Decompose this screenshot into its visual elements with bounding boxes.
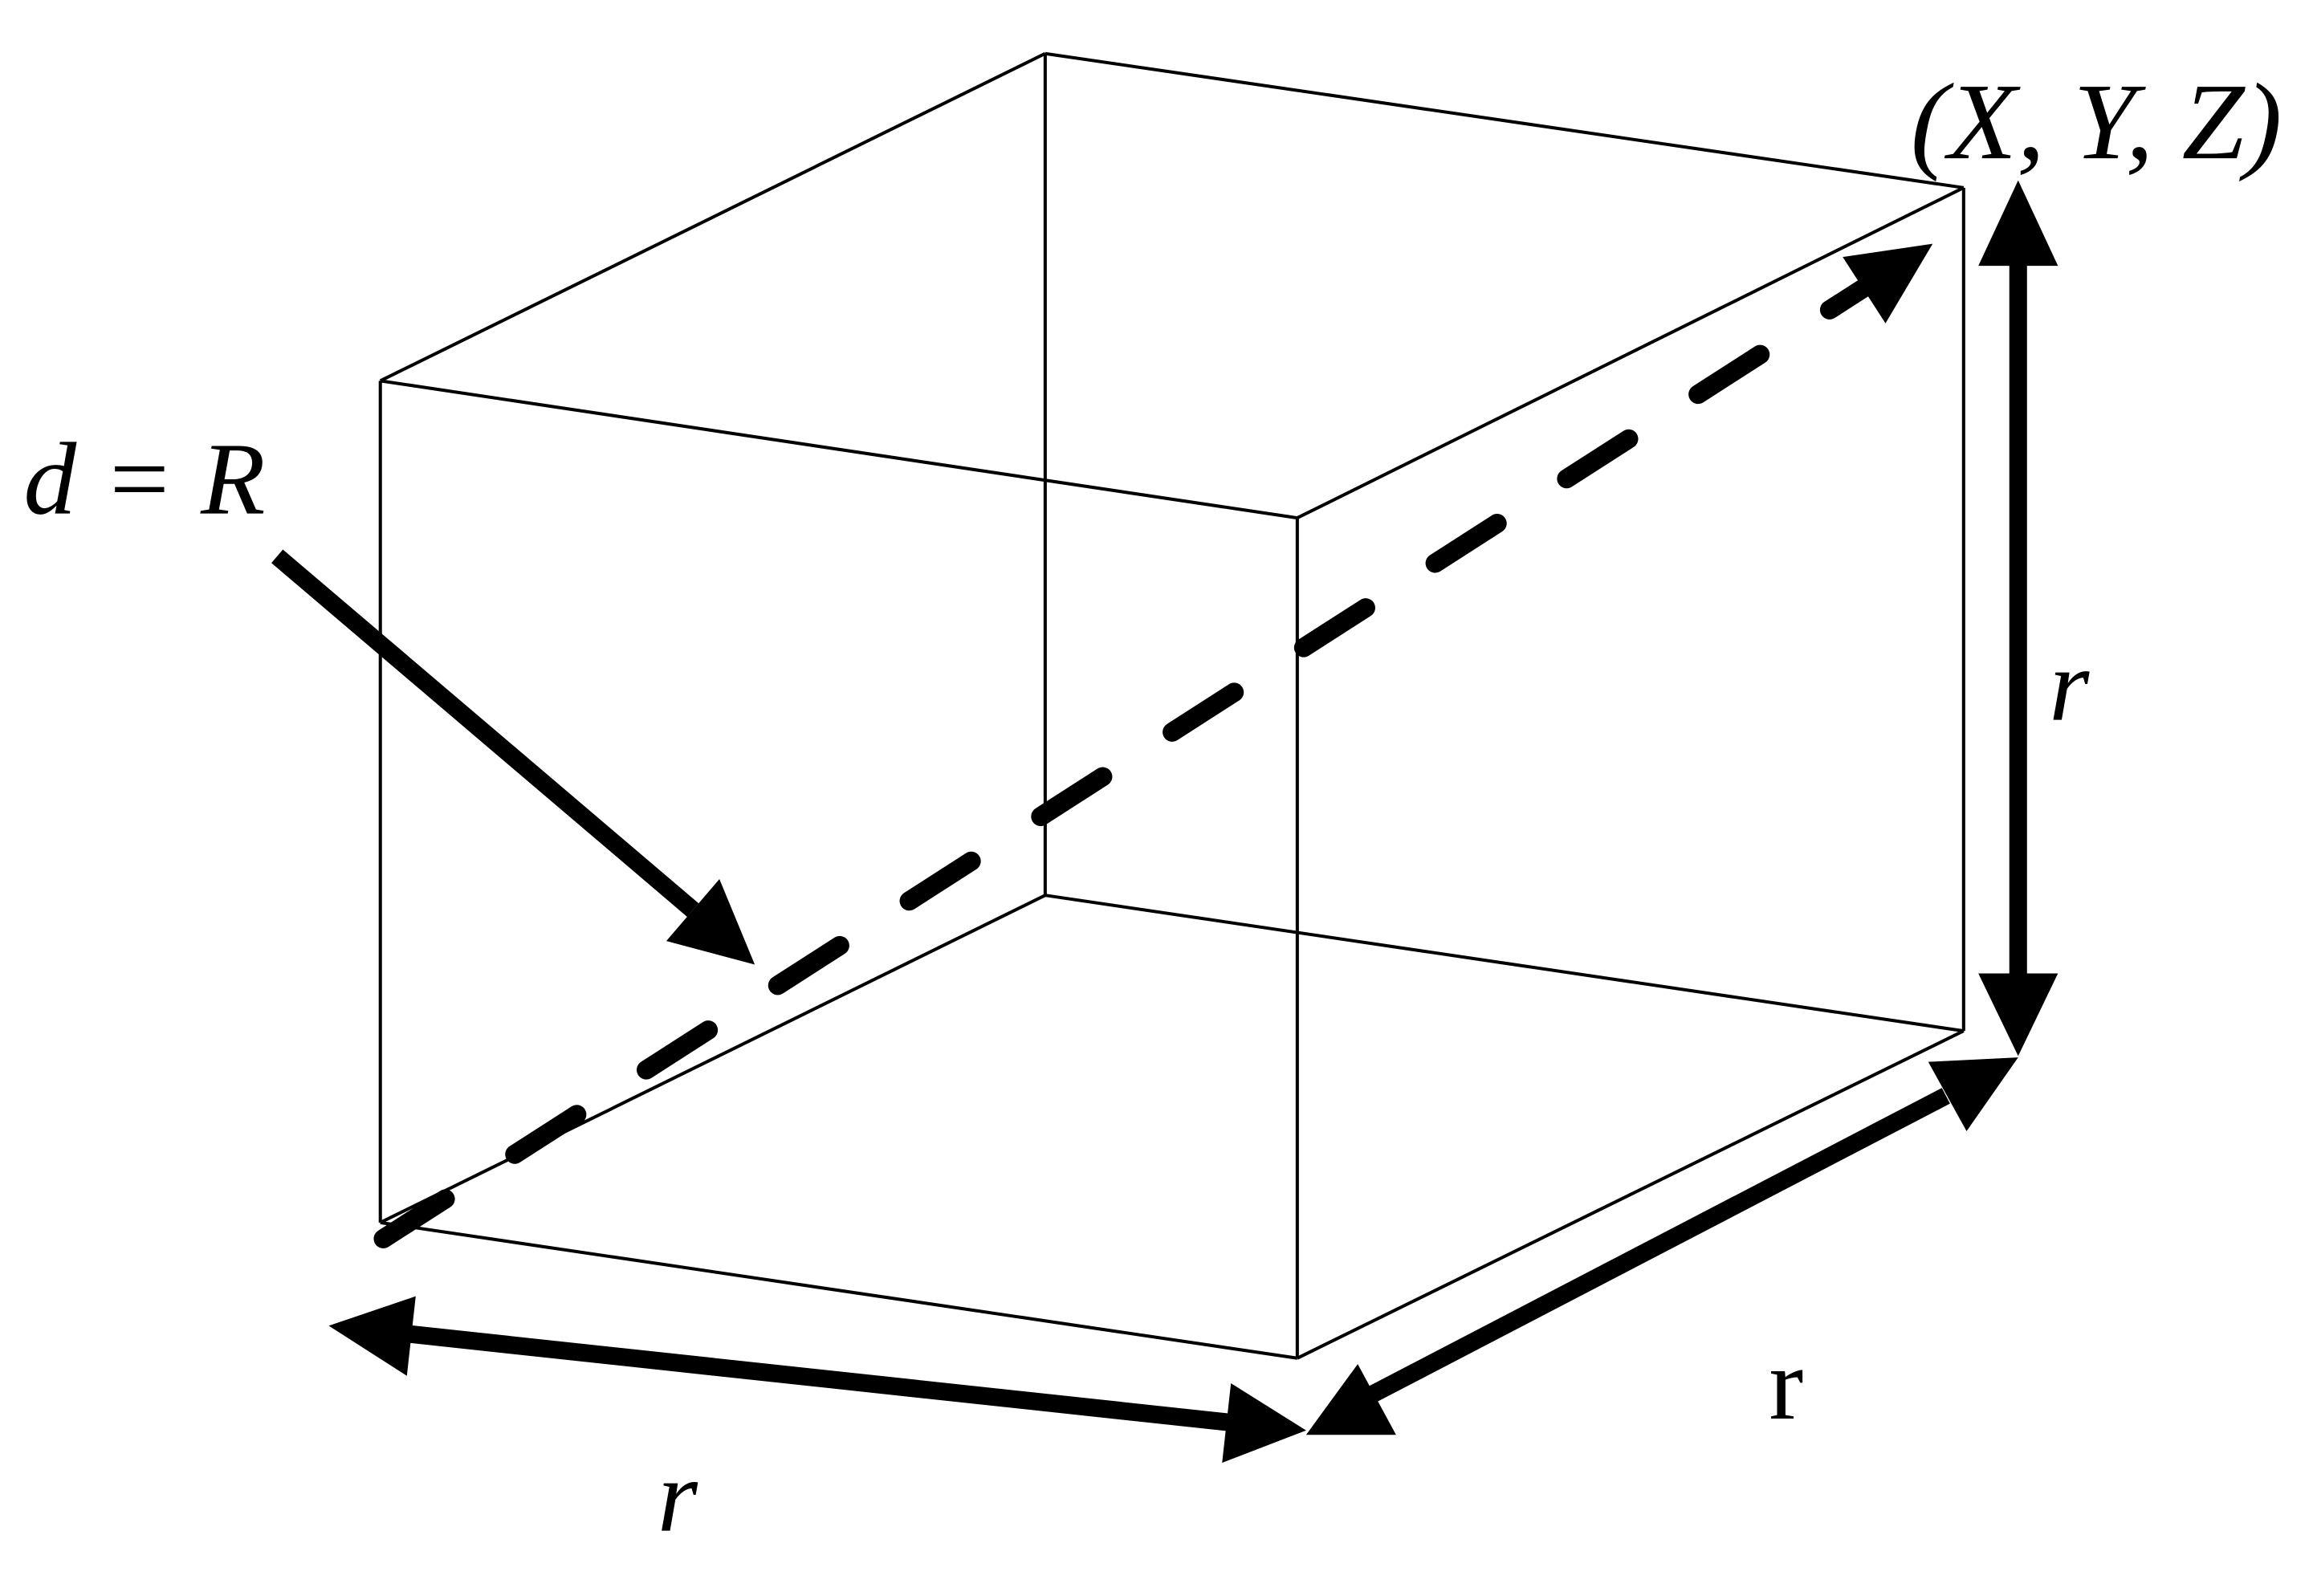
depth-arrowhead-upper bbox=[1928, 1057, 2018, 1131]
vertical-side-label: r bbox=[2049, 628, 2090, 743]
vertical-arrowhead-bottom bbox=[1978, 973, 2058, 1057]
depth-dimension bbox=[1305, 1057, 2018, 1435]
cube-edge bbox=[1296, 186, 1965, 519]
pointer-arrow-line bbox=[271, 549, 699, 917]
cube-edge bbox=[1296, 1029, 1965, 1360]
bottom-arrowhead-right bbox=[1222, 1382, 1306, 1464]
cube-edge bbox=[379, 894, 1046, 1224]
depth-dimension-line bbox=[1366, 1088, 1950, 1403]
bottom-dimension-line bbox=[400, 1324, 1236, 1432]
bottom-side-label: r bbox=[658, 1439, 698, 1553]
pointer-arrowhead bbox=[666, 878, 755, 965]
distance-label: d = R bbox=[23, 421, 265, 536]
distance-pointer bbox=[271, 549, 755, 965]
vertical-dimension bbox=[1978, 180, 2058, 1057]
cube-edge bbox=[379, 51, 1046, 383]
corner-coordinate-label: (X, Y, Z) bbox=[1911, 62, 2282, 182]
cube-edge bbox=[1045, 894, 1965, 1033]
cube-edge bbox=[380, 1220, 1298, 1360]
cube-edge bbox=[380, 379, 1298, 520]
cube-edge bbox=[1045, 51, 1965, 189]
bottom-dimension bbox=[328, 1296, 1306, 1464]
vertical-arrowhead-top bbox=[1978, 180, 2058, 267]
space-diagonal bbox=[373, 243, 1933, 1248]
cube-wireframe bbox=[378, 51, 1965, 1360]
depth-arrowhead-lower bbox=[1305, 1364, 1396, 1435]
bottom-arrowhead-left bbox=[328, 1296, 416, 1376]
diagonal-dashed-line bbox=[373, 271, 1885, 1248]
depth-side-label: r bbox=[1769, 1326, 1803, 1441]
diagonal-arrowhead bbox=[1843, 243, 1933, 324]
